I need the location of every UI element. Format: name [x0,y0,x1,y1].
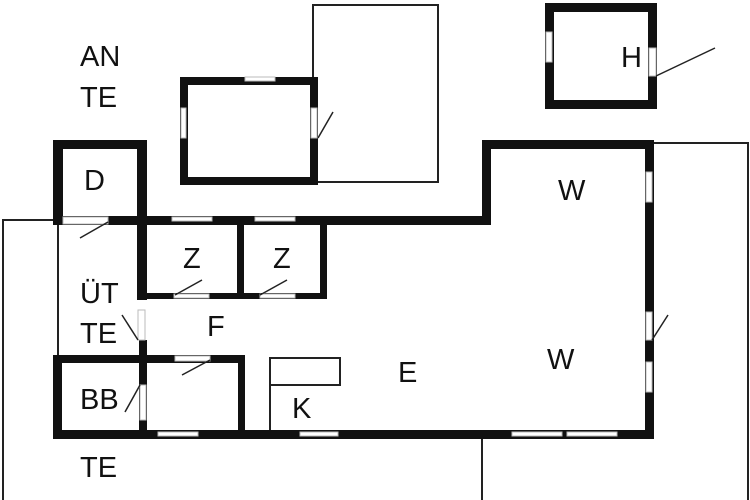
room-label-d: D [84,165,105,197]
room-label-f: F [207,311,225,343]
room-label-k: K [292,393,312,425]
room-label-w: W [547,344,575,376]
room-label-utte: TE [80,318,117,350]
room-label-te: TE [80,452,117,484]
room-label-ante: TE [80,82,117,114]
room-label-z: Z [183,243,201,275]
windows [62,31,657,437]
room-label-z: Z [273,243,291,275]
thin-outlines [2,4,749,500]
room-label-h: H [621,42,642,74]
room-label-e: E [398,357,417,389]
room-label-bb: BB [80,384,119,416]
door-swings [79,47,716,413]
room-label-w: W [558,175,586,207]
room-label-ante: AN [80,41,120,73]
room-label-utte: ÜT [80,278,119,310]
room-labels: AN TE H D W Z Z ÜT TE F E W BB K TE [80,41,642,484]
